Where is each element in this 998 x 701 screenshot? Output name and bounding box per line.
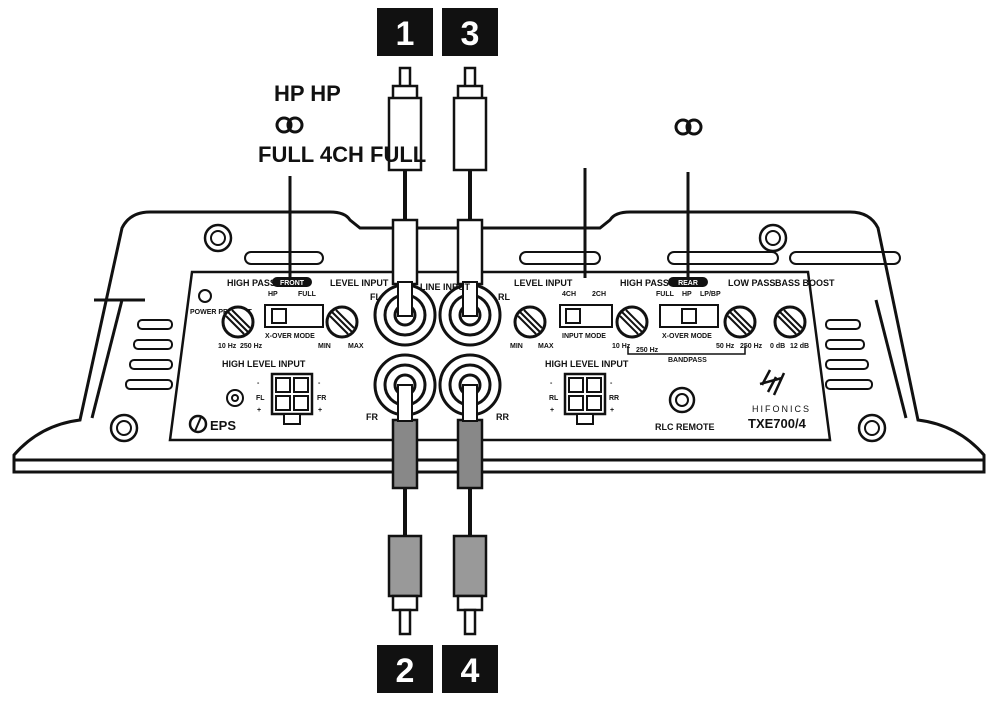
bandpass-bracket [627, 346, 746, 355]
level-input-knob[interactable] [325, 305, 359, 339]
rr-label: RR [496, 412, 509, 422]
callout-1: 1 [377, 8, 433, 56]
svg-text:-: - [318, 380, 321, 387]
high-level-connector-rear[interactable] [563, 372, 607, 425]
link-rings-icon [275, 116, 304, 134]
front-badge: FRONT [272, 277, 312, 287]
max-label-right: MAX [538, 343, 554, 350]
hl-fr-label: FR [317, 395, 326, 402]
full-label: FULL [298, 291, 317, 298]
full-label-right: FULL [656, 291, 675, 298]
svg-text:0 dB: 0 dB [770, 343, 785, 350]
svg-text:-: - [550, 380, 553, 387]
bass-boost-label: BASS BOOST [775, 278, 835, 288]
ch4-label: 4CH [562, 291, 576, 298]
left-setting-line3: FULL 4CH FULL [258, 142, 426, 167]
input-mode-switch[interactable] [559, 304, 613, 328]
svg-text:+: + [550, 407, 554, 414]
min-label: MIN [318, 343, 331, 350]
callout-3-label: 3 [461, 15, 480, 53]
callout-4: 4 [442, 645, 498, 693]
xover-mode-label-right: X-OVER MODE [662, 333, 712, 340]
callout-3: 3 [442, 8, 498, 56]
hz250-label: 250 Hz [240, 343, 263, 350]
high-pass-knob[interactable] [221, 305, 255, 339]
amplifier-chassis [12, 210, 986, 474]
bass-boost-knob[interactable] [773, 305, 807, 339]
model-label: TXE700/4 [748, 416, 807, 431]
eps-logo-icon [188, 414, 208, 434]
rca-cable-1 [387, 66, 423, 286]
input-mode-label: INPUT MODE [562, 333, 606, 340]
rlc-remote-jack[interactable] [668, 386, 696, 414]
ch2-label: 2CH [592, 291, 606, 298]
lpbp-label: LP/BP [700, 291, 721, 298]
callout-1-label: 1 [396, 15, 415, 53]
rl-label: RL [498, 292, 510, 302]
bandpass-label: BANDPASS [668, 357, 707, 364]
chassis-screw [109, 223, 887, 443]
svg-text:-: - [257, 380, 260, 387]
xover-mode-label: X-OVER MODE [265, 333, 315, 340]
hl-rl-label: RL [549, 395, 559, 402]
svg-text:50 Hz: 50 Hz [716, 343, 735, 350]
svg-text:250 Hz: 250 Hz [636, 347, 659, 354]
hp-label-right: HP [682, 291, 692, 298]
callout-2: 2 [377, 645, 433, 693]
power-protect-label: POWER PROTECT [190, 309, 253, 316]
xover-switch-front[interactable] [264, 304, 324, 328]
hl-fl-label: FL [256, 395, 265, 402]
power-protect-led [198, 289, 212, 303]
svg-text:250 Hz: 250 Hz [740, 343, 763, 350]
mounting-hole [226, 389, 244, 407]
rear-badge: REAR [668, 277, 708, 287]
high-pass-label: HIGH PASS [227, 278, 276, 288]
rca-cable-3 [452, 66, 488, 286]
svg-text:+: + [257, 407, 261, 414]
rca-cable-4 [452, 418, 488, 636]
rca-cable-2 [387, 418, 423, 636]
svg-text:12 dB: 12 dB [790, 343, 809, 350]
vent-slots [125, 251, 901, 390]
callout-2-label: 2 [396, 652, 415, 690]
svg-text:REAR: REAR [678, 280, 698, 287]
hz10-label: 10 Hz [218, 343, 237, 350]
low-pass-knob[interactable] [723, 305, 757, 339]
line-input-label: LINE INPUT [420, 282, 471, 292]
high-level-input-label-right: HIGH LEVEL INPUT [545, 359, 629, 369]
xover-switch-rear[interactable] [659, 304, 719, 328]
level-input-label-right: LEVEL INPUT [514, 278, 573, 288]
high-pass-knob-right[interactable] [615, 305, 649, 339]
svg-text:10 Hz: 10 Hz [612, 343, 631, 350]
hifonics-logo-icon [759, 369, 786, 396]
eps-label: EPS [210, 418, 236, 433]
rlc-remote-label: RLC REMOTE [655, 422, 715, 432]
high-level-connector-front[interactable] [270, 372, 314, 425]
high-level-input-label: HIGH LEVEL INPUT [222, 359, 306, 369]
max-label: MAX [348, 343, 364, 350]
hp-label: HP [268, 291, 278, 298]
svg-text:-: - [610, 380, 613, 387]
fr-label: FR [366, 412, 378, 422]
callout-4-label: 4 [461, 652, 480, 690]
svg-text:+: + [610, 407, 614, 414]
level-input-label: LEVEL INPUT [330, 278, 389, 288]
hl-rr-label: RR [609, 395, 619, 402]
link-rings-icon [674, 118, 703, 136]
left-setting-line1: HP HP [274, 81, 341, 106]
high-pass-label-right: HIGH PASS [620, 278, 669, 288]
min-label-right: MIN [510, 343, 523, 350]
fl-label: FL [370, 292, 381, 302]
svg-text:FRONT: FRONT [280, 280, 305, 287]
brand-label: HIFONICS [752, 404, 811, 414]
svg-text:+: + [318, 407, 322, 414]
low-pass-label: LOW PASS [728, 278, 775, 288]
level-input-knob-right[interactable] [513, 305, 547, 339]
